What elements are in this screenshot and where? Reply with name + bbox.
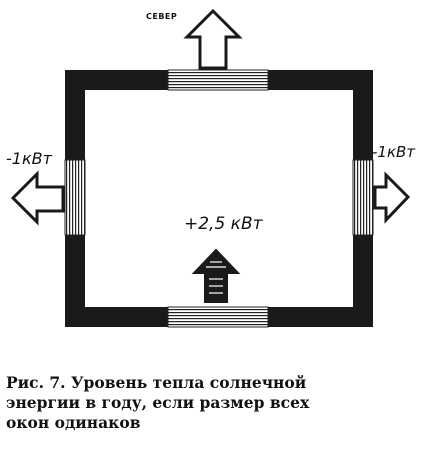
north-arrow <box>183 8 243 70</box>
east-loss-label: -1кВт <box>372 143 416 161</box>
caption-line-2: энергии в году, если размер всех <box>6 393 310 412</box>
west-arrow <box>10 170 65 226</box>
caption-line-3: окон одинаков <box>6 413 141 432</box>
west-window <box>64 159 86 236</box>
caption-line-1: Рис. 7. Уровень тепла солнечной <box>6 373 307 392</box>
solar-gain-label: +2,5 кВт <box>184 214 263 234</box>
solar-gain-arrow <box>191 248 241 303</box>
east-window <box>352 159 374 236</box>
east-arrow <box>373 171 411 224</box>
north-label: СЕВЕР <box>146 12 178 21</box>
figure-caption: Рис. 7. Уровень тепла солнечной энергии … <box>6 373 426 433</box>
west-loss-label: -1кВт <box>6 149 52 168</box>
north-window <box>167 69 269 91</box>
south-window <box>167 306 269 328</box>
